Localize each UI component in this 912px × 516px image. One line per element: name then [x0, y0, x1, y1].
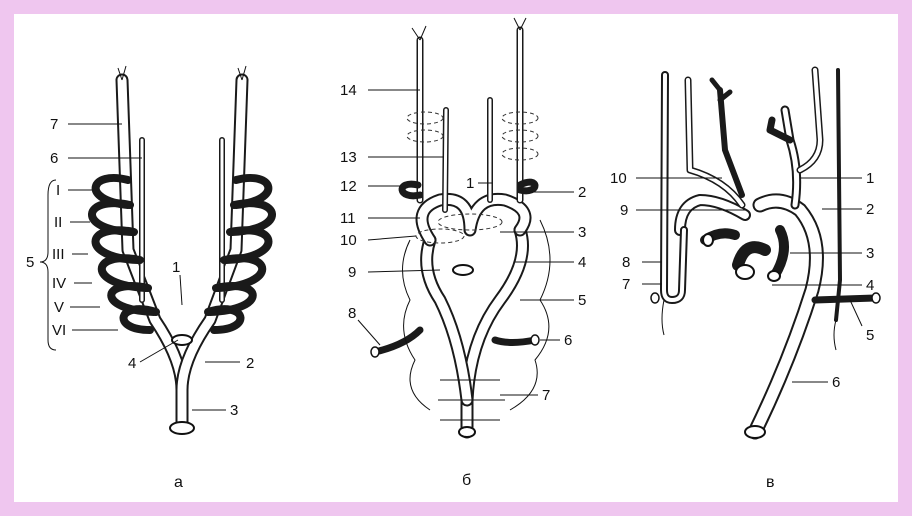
label-v-4: 4 — [866, 277, 874, 294]
label-a-arch-5: V — [54, 299, 64, 316]
label-b-7: 7 — [542, 387, 550, 404]
label-b-4: 4 — [578, 254, 586, 271]
label-b-6: 6 — [564, 332, 572, 349]
label-v-2: 2 — [866, 201, 874, 218]
diagram-v-vessels — [651, 70, 880, 438]
label-a-1: 1 — [172, 259, 180, 276]
diagram-a: 7 6 I II III IV V VI 5 1 4 2 3 а — [26, 66, 272, 491]
label-b-13: 13 — [340, 149, 357, 166]
label-a-2: 2 — [246, 355, 254, 372]
label-v-8: 8 — [622, 254, 630, 271]
label-v-9: 9 — [620, 202, 628, 219]
label-v-5: 5 — [866, 327, 874, 344]
label-b-3: 3 — [578, 224, 586, 241]
label-a-arch-3: III — [52, 246, 65, 263]
diagram-b: 1 2 3 4 5 6 7 8 9 10 11 12 13 14 б — [340, 18, 586, 489]
label-b-11: 11 — [340, 210, 356, 227]
label-v-10: 10 — [610, 170, 627, 187]
diagram-v-leaders — [636, 178, 862, 382]
label-a-arch-2: II — [54, 214, 62, 231]
label-b-2: 2 — [578, 184, 586, 201]
label-v-7: 7 — [622, 276, 630, 293]
label-b-1: 1 — [466, 175, 474, 192]
caption-v: в — [766, 474, 775, 491]
label-a-4: 4 — [128, 355, 136, 372]
label-b-8: 8 — [348, 305, 356, 322]
label-v-6: 6 — [832, 374, 840, 391]
label-b-10: 10 — [340, 232, 357, 249]
label-a-5: 5 — [26, 254, 34, 271]
label-b-9: 9 — [348, 264, 356, 281]
diagram-b-vessels — [371, 18, 550, 437]
diagram-v: 1 2 3 4 5 6 7 8 9 10 в — [610, 70, 880, 491]
label-a-arch-4: IV — [52, 275, 66, 292]
label-a-arch-6: VI — [52, 322, 66, 339]
label-a-6: 6 — [50, 150, 58, 167]
label-v-1: 1 — [866, 170, 874, 187]
label-v-3: 3 — [866, 245, 874, 262]
label-b-12: 12 — [340, 178, 357, 195]
label-a-7: 7 — [50, 116, 58, 133]
caption-a: а — [174, 474, 183, 491]
label-a-arch-1: I — [56, 182, 60, 199]
label-b-5: 5 — [578, 292, 586, 309]
label-a-3: 3 — [230, 402, 238, 419]
caption-b: б — [462, 472, 471, 489]
diagram-a-vessels — [92, 66, 272, 434]
label-b-14: 14 — [340, 82, 357, 99]
